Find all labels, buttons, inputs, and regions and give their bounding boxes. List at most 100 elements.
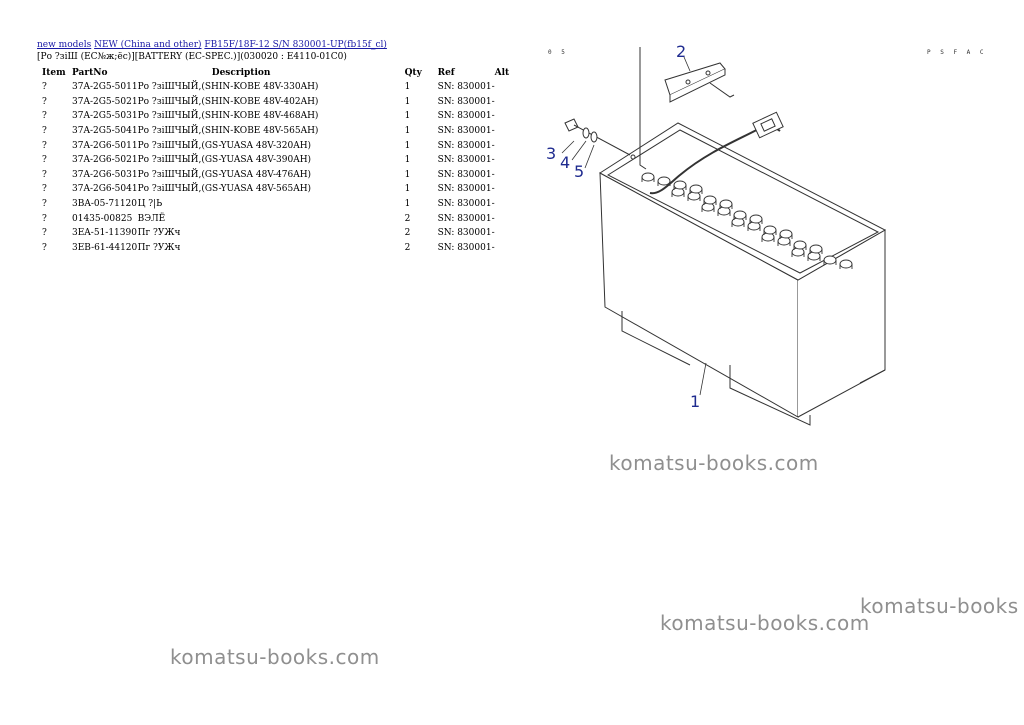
- cell-partno: 37A-2G5-5021: [72, 96, 138, 107]
- watermark: komatsu-books.com: [170, 645, 380, 669]
- cell-description: Ро ?зiШЧЫЙ,(SHIN-KOBE 48V-402AH): [137, 96, 319, 107]
- cell-ref: SN: 830001-: [437, 111, 495, 122]
- cell-description: Пг ?УЖч: [137, 242, 181, 253]
- battery-cell-post: [687, 196, 701, 201]
- cell-description: Ро ?зiШЧЫЙ,(SHIN-KOBE 48V-468AH): [137, 111, 319, 122]
- cell-item: ?: [42, 242, 47, 253]
- cell-alt: [495, 226, 525, 241]
- battery-cell-post: [807, 256, 821, 261]
- cell-ref: SN: 830001-: [437, 242, 495, 253]
- page-subtitle: [Ро ?зiШ (EC№ж;ёс)][BATTERY (EC-SPEC.)](…: [37, 52, 347, 62]
- diagram-corner-right: P S F A C: [927, 49, 987, 56]
- battery-cell-post: [761, 237, 775, 242]
- cell-ref: SN: 830001-: [437, 184, 495, 195]
- battery-cell-terminal: [673, 180, 687, 190]
- cell-qty: 2: [404, 242, 411, 253]
- battery-cell-post: [763, 230, 777, 235]
- breadcrumb-link-model[interactable]: FB15F/18F-12 S/N 830001-UP(fb15f_cl): [204, 40, 387, 50]
- callout-4: 4: [560, 153, 570, 172]
- battery-cell-terminal: [689, 184, 703, 194]
- cell-item: ?: [42, 169, 47, 180]
- cell-ref: SN: 830001-: [437, 155, 495, 166]
- col-ref: Ref: [437, 68, 455, 78]
- battery-cell-post: [717, 211, 731, 216]
- cell-alt: [495, 197, 525, 212]
- cell-ref: SN: 830001-: [437, 82, 495, 93]
- battery-cell-post: [809, 249, 823, 254]
- battery-cell-post: [673, 185, 687, 190]
- cell-partno: 37A-2G6-5021: [72, 155, 138, 166]
- cell-partno: 01435-00825: [72, 213, 133, 224]
- cell-qty: 1: [404, 155, 411, 166]
- battery-cell-post: [733, 215, 747, 220]
- cell-qty: 1: [404, 140, 411, 151]
- cell-item: ?: [42, 96, 47, 107]
- battery-exploded-diagram: 2 1 3 4 5: [546, 42, 887, 426]
- cell-item: ?: [42, 228, 47, 239]
- col-alt: Alt: [494, 68, 510, 78]
- col-qty: Qty: [404, 68, 422, 78]
- cell-ref: SN: 830001-: [437, 140, 495, 151]
- cell-partno: 37A-2G6-5041: [72, 184, 138, 195]
- battery-cell-terminal: [793, 240, 807, 250]
- breadcrumb: new models NEW (China and other) FB15F/1…: [37, 40, 387, 51]
- cell-alt: [495, 168, 525, 183]
- battery-cell-post: [779, 234, 793, 239]
- cell-partno: 3EB-61-44120: [72, 242, 138, 253]
- breadcrumb-link-new-models[interactable]: new models: [37, 40, 92, 50]
- cell-alt: [495, 153, 525, 168]
- cell-partno: 37A-2G5-5011: [72, 82, 138, 93]
- cell-partno: 37A-2G6-5031: [72, 169, 138, 180]
- battery-cell-terminal: [839, 259, 853, 269]
- cell-qty: 1: [404, 96, 411, 107]
- battery-cell-post: [641, 177, 655, 182]
- battery-cell-terminal: [719, 199, 733, 209]
- cell-ref: SN: 830001-: [437, 213, 495, 224]
- battery-cell-post: [671, 192, 685, 197]
- cell-ref: SN: 830001-: [437, 126, 495, 137]
- watermark: komatsu-books.com: [609, 451, 819, 475]
- cell-partno: 37A-2G5-5031: [72, 111, 138, 122]
- watermark: komatsu-books: [860, 594, 1019, 618]
- cell-alt: [495, 138, 525, 153]
- cell-item: ?: [42, 126, 47, 137]
- cell-partno: 3BA-05-71120: [72, 199, 138, 210]
- cell-item: ?: [42, 155, 47, 166]
- cell-description: Ро ?зiШЧЫЙ,(GS-YUASA 48V-390AH): [137, 155, 312, 166]
- cell-ref: SN: 830001-: [437, 228, 495, 239]
- cell-description: Ро ?зiШЧЫЙ,(GS-YUASA 48V-320AH): [137, 140, 312, 151]
- battery-cell-post: [839, 264, 853, 269]
- cell-alt: [495, 124, 525, 139]
- cell-partno: 37A-2G5-5041: [72, 126, 138, 137]
- breadcrumb-link-china[interactable]: NEW (China and other): [94, 40, 202, 50]
- battery-cell-terminal: [809, 244, 823, 254]
- battery-cell-terminal: [657, 176, 671, 186]
- cell-description: Ро ?зiШЧЫЙ,(GS-YUASA 48V-476AH): [137, 169, 312, 180]
- battery-cell-post: [791, 252, 805, 257]
- diagram-corner-left: 0 5: [548, 49, 568, 56]
- cell-qty: 1: [404, 111, 411, 122]
- cell-description: ВЭЛЁ: [137, 213, 166, 224]
- callout-5: 5: [574, 162, 584, 181]
- cell-item: ?: [42, 213, 47, 224]
- cell-ref: SN: 830001-: [437, 96, 495, 107]
- battery-cell-post: [703, 200, 717, 205]
- cell-ref: SN: 830001-: [437, 199, 495, 210]
- parts-table: Item PartNo Description Qty Ref Alt ?37A…: [37, 66, 525, 255]
- cell-alt: [495, 95, 525, 110]
- battery-cell-terminal: [641, 172, 655, 182]
- battery-cell-post: [747, 226, 761, 231]
- battery-cell-post: [701, 207, 715, 212]
- cell-description: Ц ?|Ь: [137, 199, 163, 210]
- col-partno: PartNo: [72, 68, 108, 78]
- cell-item: ?: [42, 82, 47, 93]
- cell-alt: [495, 241, 525, 256]
- battery-cell-post: [749, 219, 763, 224]
- cell-item: ?: [42, 184, 47, 195]
